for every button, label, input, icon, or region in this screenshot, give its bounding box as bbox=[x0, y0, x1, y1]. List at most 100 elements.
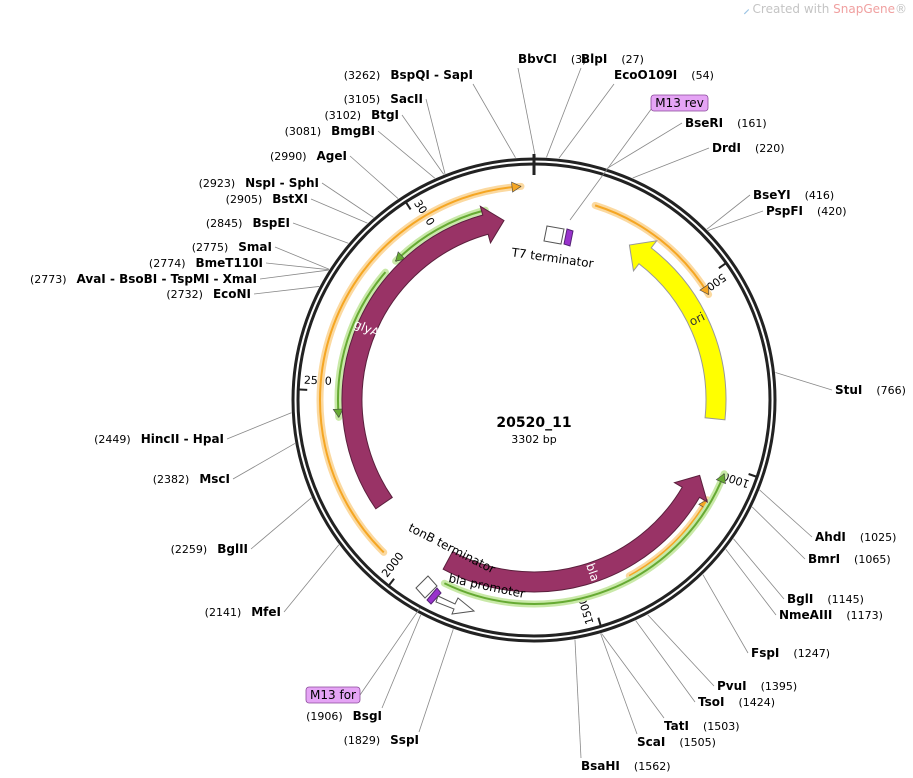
site-label[interactable]: (2773)AvaI - BsoBI - TspMI - XmaI bbox=[30, 272, 257, 286]
site-label[interactable]: AhdI(1025) bbox=[815, 530, 896, 544]
restriction-site-bspei[interactable]: (2845)BspEI bbox=[206, 216, 290, 230]
feature-bla-arrow[interactable] bbox=[442, 474, 709, 593]
restriction-site-pspfi[interactable]: PspFI(420) bbox=[766, 204, 847, 218]
restriction-site-ecoo109i[interactable]: EcoO109I(54) bbox=[614, 68, 714, 82]
site-label[interactable]: (1829)SspI bbox=[344, 733, 419, 747]
site-label[interactable]: DrdI(220) bbox=[712, 141, 785, 155]
site-label[interactable]: (2141)MfeI bbox=[205, 605, 281, 619]
site-label[interactable]: (3102)BtgI bbox=[324, 108, 399, 122]
restriction-site-drdi[interactable]: DrdI(220) bbox=[712, 141, 785, 155]
restriction-site-pvui[interactable]: PvuI(1395) bbox=[717, 679, 797, 693]
site-label[interactable]: FspI(1247) bbox=[751, 646, 830, 660]
feature-ori[interactable]: ori bbox=[628, 240, 727, 421]
restriction-site-fspi[interactable]: FspI(1247) bbox=[751, 646, 830, 660]
site-label[interactable]: (3105)SacII bbox=[344, 92, 423, 106]
site-label[interactable]: (3081)BmgBI bbox=[285, 124, 375, 138]
restriction-site-bmet110i[interactable]: (2774)BmeT110I bbox=[149, 256, 263, 270]
site-label[interactable]: BseRI(161) bbox=[685, 116, 767, 130]
restriction-site-btgi[interactable]: (3102)BtgI bbox=[324, 108, 399, 122]
site-enzyme-name: BglI bbox=[787, 592, 813, 606]
restriction-site-agei[interactable]: (2990)AgeI bbox=[270, 149, 347, 163]
site-label[interactable]: (2923)NspI - SphI bbox=[199, 176, 319, 190]
site-label[interactable]: PvuI(1395) bbox=[717, 679, 797, 693]
primer-badge[interactable] bbox=[650, 94, 709, 112]
restriction-site-scai[interactable]: ScaI(1505) bbox=[637, 735, 716, 749]
site-label[interactable]: (2382)MscI bbox=[153, 472, 230, 486]
site-leader-line bbox=[418, 629, 454, 733]
site-label[interactable]: PspFI(420) bbox=[766, 204, 847, 218]
site-label[interactable]: ScaI(1505) bbox=[637, 735, 716, 749]
site-position: (2382) bbox=[153, 473, 190, 486]
restriction-site-bsahi[interactable]: BsaHI(1562) bbox=[581, 759, 670, 773]
restriction-site-bmri[interactable]: BmrI(1065) bbox=[808, 552, 891, 566]
restriction-site-econi[interactable]: (2732)EcoNI bbox=[166, 287, 251, 301]
restriction-site-bgli[interactable]: BglI(1145) bbox=[787, 592, 864, 606]
site-position: (2905) bbox=[226, 193, 263, 206]
feature-glya[interactable]: glyA bbox=[341, 205, 505, 510]
site-label[interactable]: (3262)BspQI - SapI bbox=[344, 68, 473, 82]
restriction-site-labels[interactable]: BbvCI(3)BlpI(27) EcoO109I(54) BseRI(161) Dr… bbox=[30, 52, 906, 773]
site-position: (2732) bbox=[166, 288, 203, 301]
site-label[interactable]: (2990)AgeI bbox=[270, 149, 347, 163]
restriction-site-tsoi[interactable]: TsoI(1424) bbox=[698, 695, 775, 709]
site-enzyme-name: AgeI bbox=[317, 149, 347, 163]
restriction-site-bstxi[interactable]: (2905)BstXI bbox=[226, 192, 308, 206]
restriction-site-ahdi[interactable]: AhdI(1025) bbox=[815, 530, 896, 544]
backbone bbox=[291, 157, 777, 643]
restriction-site-hincii-hpai[interactable]: (2449)HincII - HpaI bbox=[94, 432, 224, 446]
site-label[interactable]: BmrI(1065) bbox=[808, 552, 891, 566]
restriction-site-smai[interactable]: (2775)SmaI bbox=[192, 240, 272, 254]
restriction-site-mfei[interactable]: (2141)MfeI bbox=[205, 605, 281, 619]
site-label[interactable]: (2774)BmeT110I bbox=[149, 256, 263, 270]
primer-badge[interactable] bbox=[305, 686, 361, 704]
restriction-site-bsgi[interactable]: (1906)BsgI bbox=[306, 709, 382, 723]
site-label[interactable]: BglI(1145) bbox=[787, 592, 864, 606]
restriction-site-sspi[interactable]: (1829)SspI bbox=[344, 733, 419, 747]
site-enzyme-name: BtgI bbox=[371, 108, 399, 122]
primer-m13-rev[interactable]: M13 rev bbox=[569, 94, 709, 221]
restriction-site-bseyi[interactable]: BseYI(416) bbox=[753, 188, 834, 202]
site-label[interactable]: TatI(1503) bbox=[664, 719, 740, 733]
restriction-site-bmgbi[interactable]: (3081)BmgBI bbox=[285, 124, 375, 138]
site-label[interactable]: BlpI(27) bbox=[581, 52, 644, 66]
site-label[interactable]: (2449)HincII - HpaI bbox=[94, 432, 224, 446]
primer-m13-for[interactable]: M13 for bbox=[305, 607, 421, 704]
restriction-site-bspqi-sapi[interactable]: (3262)BspQI - SapI bbox=[344, 68, 473, 82]
feature-bla[interactable]: bla bbox=[442, 474, 709, 593]
site-label[interactable]: (2259)BglII bbox=[171, 542, 248, 556]
restriction-site-blpi[interactable]: BlpI(27) bbox=[581, 52, 644, 66]
site-leader-line bbox=[725, 548, 777, 616]
site-label[interactable]: (2775)SmaI bbox=[192, 240, 272, 254]
feature-glya-arrow[interactable] bbox=[341, 205, 505, 510]
watermark-suffix: ® bbox=[895, 2, 907, 16]
site-enzyme-name: BspQI bbox=[390, 68, 430, 82]
restriction-site-stui[interactable]: StuI(766) bbox=[835, 383, 906, 397]
site-label[interactable]: (2732)EcoNI bbox=[166, 287, 251, 301]
translation-arrow-head bbox=[699, 284, 709, 296]
site-label[interactable]: EcoO109I(54) bbox=[614, 68, 714, 82]
restriction-site-bglii[interactable]: (2259)BglII bbox=[171, 542, 248, 556]
site-label[interactable]: BbvCI(3) bbox=[518, 52, 586, 66]
restriction-site-msci[interactable]: (2382)MscI bbox=[153, 472, 230, 486]
site-label[interactable]: (2905)BstXI bbox=[226, 192, 308, 206]
site-label[interactable]: BseYI(416) bbox=[753, 188, 834, 202]
site-position: (1562) bbox=[634, 760, 671, 773]
restriction-site-nmeaiii[interactable]: NmeAIII(1173) bbox=[779, 608, 883, 622]
feature-t7-terminator[interactable]: T7 terminator bbox=[510, 225, 595, 271]
restriction-site-bbvci[interactable]: BbvCI(3) bbox=[518, 52, 586, 66]
site-label[interactable]: (2845)BspEI bbox=[206, 216, 290, 230]
site-leader-line bbox=[600, 633, 638, 735]
site-label[interactable]: (1906)BsgI bbox=[306, 709, 382, 723]
site-leader-line bbox=[775, 372, 833, 391]
site-label[interactable]: StuI(766) bbox=[835, 383, 906, 397]
site-label[interactable]: BsaHI(1562) bbox=[581, 759, 670, 773]
restriction-site-avai-bsobi-tspmi-xmai[interactable]: (2773)AvaI - BsoBI - TspMI - XmaI bbox=[30, 272, 257, 286]
restriction-site-bseri[interactable]: BseRI(161) bbox=[685, 116, 767, 130]
site-label[interactable]: TsoI(1424) bbox=[698, 695, 775, 709]
restriction-site-sacii[interactable]: (3105)SacII bbox=[344, 92, 423, 106]
feature-ori-arrow[interactable] bbox=[628, 240, 727, 421]
restriction-site-nspi-sphi[interactable]: (2923)NspI - SphI bbox=[199, 176, 319, 190]
restriction-site-tati[interactable]: TatI(1503) bbox=[664, 719, 740, 733]
site-label[interactable]: NmeAIII(1173) bbox=[779, 608, 883, 622]
